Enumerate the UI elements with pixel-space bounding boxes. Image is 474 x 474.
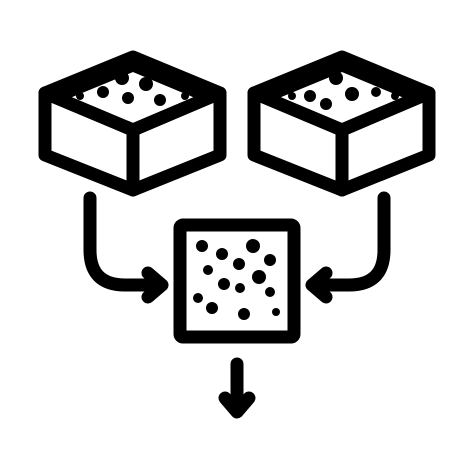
arrow-left-icon [83,191,169,304]
arrow-down-icon [218,357,256,419]
arrow-right-icon [305,191,391,304]
right-block-icon [247,50,436,197]
left-block-icon [38,50,227,197]
grain-dots [76,71,399,320]
merged-block-icon [173,218,301,344]
